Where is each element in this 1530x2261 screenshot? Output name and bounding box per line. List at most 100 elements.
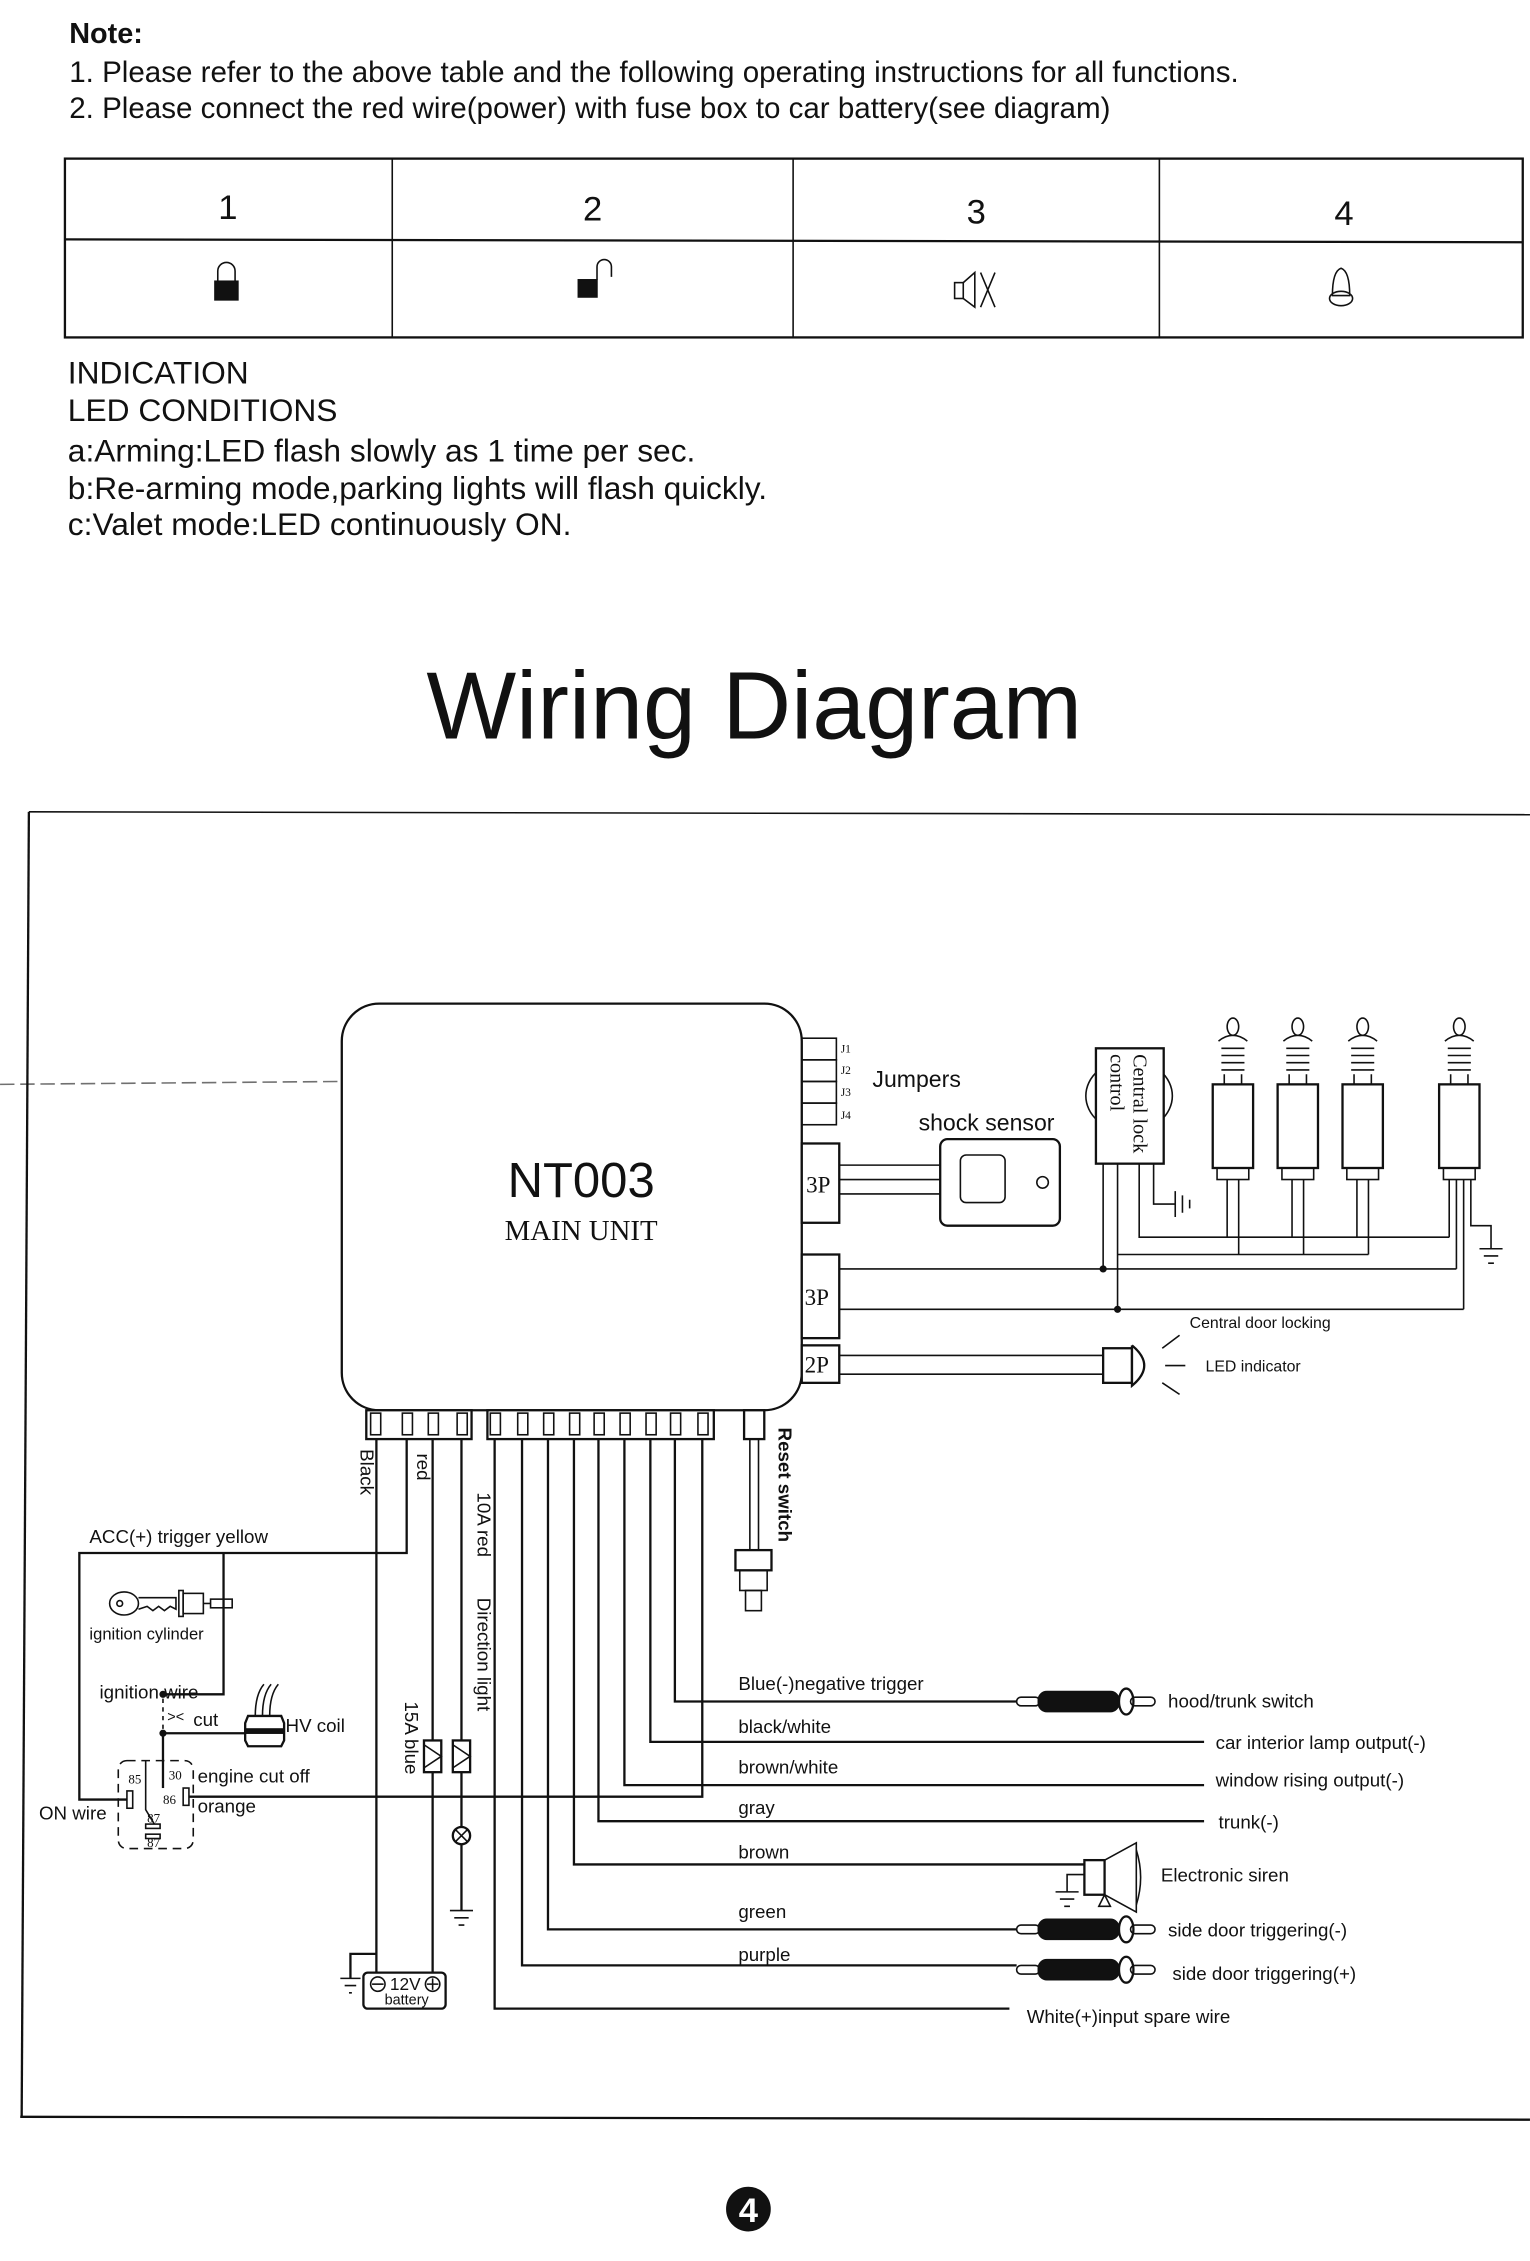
target-hood-trunk-switch: hood/trunk switch (1168, 1690, 1314, 1711)
relay-pin-87b: 87 (147, 1835, 160, 1850)
central-door-locking-label: Central door locking (1190, 1315, 1331, 1332)
indication-subtitle: LED CONDITIONS (68, 392, 338, 428)
wire-label-black-white: black/white (738, 1716, 831, 1737)
relay-pin-30: 30 (169, 1767, 182, 1782)
table-number-4: 4 (1334, 195, 1353, 233)
connector-3p-lock: 3P (800, 1253, 841, 1340)
jumper-j2: J2 (841, 1065, 851, 1077)
relay-pin-87: 87 (147, 1811, 160, 1826)
diagram-frame (0, 811, 1530, 2121)
ignition-wire-label: ignition wire (100, 1682, 199, 1703)
indication-title: INDICATION (68, 355, 249, 391)
door-lock-actuators (839, 1017, 1503, 1311)
door-switch-plus-icon (1015, 1955, 1156, 1984)
wire-label-direction-light: Direction light (473, 1598, 494, 1712)
led-indicator: Central door locking LED indicator (839, 1315, 1331, 1396)
jumpers: J1 J2 J3 J4 Jumpers (800, 1037, 961, 1126)
wire-label-green: green (738, 1901, 786, 1922)
relay-pin-85: 85 (128, 1772, 141, 1787)
wire-label-blue: Blue(-)negative trigger (738, 1673, 923, 1694)
cut-label: cut (193, 1709, 219, 1730)
wire-label-15a-blue: 15A blue (401, 1702, 422, 1775)
diagram-title: Wiring Diagram (426, 653, 1082, 759)
connector-label: 2P (805, 1352, 829, 1378)
page-number: 4 (726, 2186, 771, 2232)
note-heading: Note: (69, 18, 143, 50)
lock-closed-icon (214, 261, 239, 301)
jumper-j1: J1 (841, 1044, 851, 1056)
ignition-key-icon (108, 1589, 233, 1618)
jumpers-label: Jumpers (872, 1066, 960, 1092)
battery-voltage: 12V (390, 1974, 421, 1994)
door-switch-minus-icon (1015, 1915, 1156, 1944)
central-lock-control: Central lock control (1085, 1047, 1450, 1313)
page-number-text: 4 (739, 2192, 759, 2230)
main-unit-model: NT003 (508, 1154, 655, 1208)
ignition-circuit: ACC(+) trigger yellow ignition cylinder … (39, 1439, 704, 1850)
ignition-cylinder-label: ignition cylinder (89, 1625, 204, 1644)
acc-trigger-label: ACC(+) trigger yellow (89, 1526, 268, 1547)
central-lock-label: Central lock (1128, 1054, 1150, 1154)
output-wires: Blue(-)negative trigger black/white brow… (493, 1439, 1426, 2027)
hv-coil-icon (244, 1683, 286, 1748)
battery-label: battery (385, 1992, 430, 2008)
orange-wire-label: orange (198, 1796, 256, 1817)
relay-pin-86: 86 (163, 1792, 176, 1807)
shock-sensor: shock sensor (839, 1110, 1062, 1227)
table-number-2: 2 (583, 191, 602, 229)
wire-label-gray: gray (738, 1797, 775, 1818)
target-window-rising: window rising output(-) (1215, 1770, 1404, 1791)
led-indicator-label: LED indicator (1206, 1358, 1302, 1375)
actuator (1437, 1017, 1503, 1310)
lock-open-icon (577, 258, 613, 298)
bell-icon (1328, 267, 1354, 307)
harness-connectors (365, 1409, 715, 1441)
wire-label-red: red (413, 1454, 434, 1481)
central-lock-label-2: control (1105, 1054, 1127, 1112)
relay: 85 30 86 87 87 (117, 1759, 195, 1850)
wire-label-brown: brown (738, 1842, 789, 1863)
hood-trunk-switch-icon (1015, 1687, 1156, 1716)
wire-label-black: Black (357, 1449, 378, 1495)
indication-item-b: b:Re-arming mode,parking lights will fla… (68, 470, 767, 506)
siren-icon (1055, 1841, 1142, 1914)
table-number-1: 1 (218, 189, 237, 227)
actuator (1276, 1017, 1320, 1255)
hv-coil-label: HV coil (286, 1715, 345, 1736)
function-table: 1 2 3 4 (63, 157, 1524, 339)
connector-3p-shock: 3P (800, 1142, 841, 1224)
scissors-icon: >< (167, 1710, 184, 1726)
battery: 12V battery (362, 1971, 447, 2010)
table-number-3: 3 (967, 194, 986, 232)
on-wire-label: ON wire (39, 1803, 107, 1824)
indication-item-c: c:Valet mode:LED continuously ON. (68, 506, 572, 542)
engine-cut-off-label: engine cut off (198, 1765, 311, 1786)
connector-label: 3P (806, 1172, 830, 1198)
connector-2p-led: 2P (800, 1344, 841, 1384)
indication-item-a: a:Arming:LED flash slowly as 1 time per … (68, 432, 696, 468)
actuator (1211, 1017, 1255, 1255)
target-electronic-siren: Electronic siren (1161, 1865, 1289, 1886)
reset-switch-label: Reset switch (775, 1428, 796, 1543)
target-side-door-minus: side door triggering(-) (1168, 1920, 1347, 1941)
speaker-mute-icon (953, 270, 996, 309)
target-interior-lamp: car interior lamp output(-) (1216, 1732, 1426, 1753)
power-wires: Black red 10A red Direction light 15A bl… (78, 1439, 494, 1994)
wire-label-10a-red: 10A red (473, 1492, 494, 1557)
shock-sensor-label: shock sensor (919, 1110, 1055, 1136)
connector-label: 3P (805, 1284, 829, 1310)
actuator (1341, 1017, 1385, 1255)
target-white-spare-wire: White(+)input spare wire (1027, 2006, 1231, 2027)
target-side-door-plus: side door triggering(+) (1172, 1963, 1356, 1984)
main-unit: NT003 MAIN UNIT (340, 1002, 803, 1412)
reset-switch: Reset switch (734, 1409, 796, 1612)
jumper-j3: J3 (841, 1087, 851, 1099)
main-unit-label: MAIN UNIT (505, 1215, 658, 1247)
wire-label-brown-white: brown/white (738, 1757, 838, 1778)
note-line-1: 1. Please refer to the above table and t… (69, 56, 1238, 89)
target-trunk: trunk(-) (1218, 1811, 1278, 1832)
note-line-2: 2. Please connect the red wire(power) wi… (69, 92, 1110, 125)
wire-label-purple: purple (738, 1944, 790, 1965)
jumper-j4: J4 (841, 1110, 851, 1122)
